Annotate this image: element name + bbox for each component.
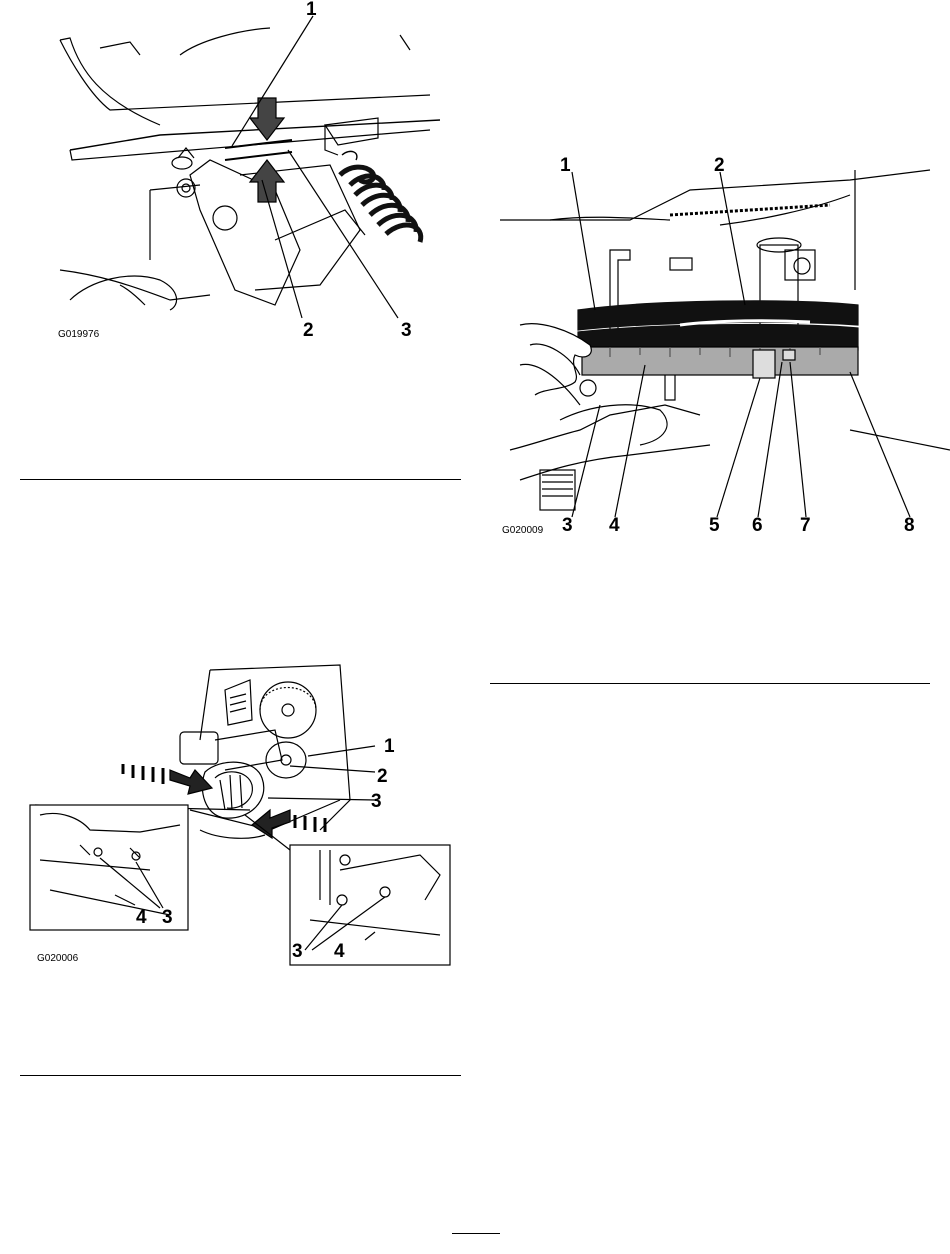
page-number-rule [452, 1233, 500, 1234]
callout-6: 6 [752, 516, 763, 535]
callout-1: 1 [306, 0, 317, 19]
callout-2: 2 [377, 767, 388, 786]
inset-left-callout-3: 3 [162, 908, 173, 927]
figure-code: G020006 [37, 954, 78, 964]
figure-drawing [0, 0, 470, 360]
callout-3: 3 [562, 516, 573, 535]
divider-rule [490, 683, 930, 684]
callout-1: 1 [560, 156, 571, 175]
figure-drawing [20, 660, 460, 975]
callout-1: 1 [384, 737, 395, 756]
figure-drawing [490, 150, 950, 550]
figure-belt-pulley-alignment: 1 2 3 4 5 6 7 8 G020009 [490, 150, 950, 550]
divider-rule [20, 1075, 461, 1076]
callout-7: 7 [800, 516, 811, 535]
callout-2: 2 [714, 156, 725, 175]
inset-right-callout-3: 3 [292, 942, 303, 961]
inset-right-callout-4: 4 [334, 942, 345, 961]
figure-code: G020009 [502, 526, 543, 536]
inset-left-callout-4: 4 [136, 908, 147, 927]
callout-2: 2 [303, 321, 314, 340]
callout-4: 4 [609, 516, 620, 535]
divider-rule [20, 479, 461, 480]
figure-code: G019976 [58, 330, 99, 340]
callout-5: 5 [709, 516, 720, 535]
figure-engine-mount: 1 2 3 4 3 3 4 G020006 [20, 660, 460, 975]
callout-3: 3 [401, 321, 412, 340]
figure-belt-tension-spring: 1 2 3 G019976 [0, 0, 470, 360]
callout-8: 8 [904, 516, 915, 535]
callout-3: 3 [371, 792, 382, 811]
